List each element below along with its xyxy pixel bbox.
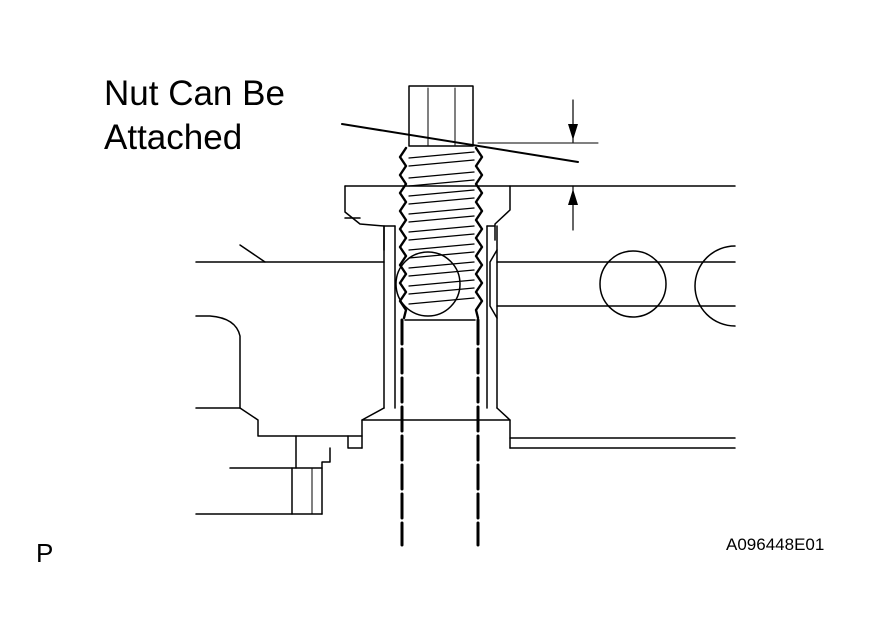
callout-line-1: Nut Can Be [104,74,285,113]
stud-threads [398,146,484,320]
callout-line-2: Attached [104,118,243,157]
dimension-arrows [568,99,578,231]
thread-crests [408,151,475,305]
view-letter: P [36,538,54,568]
left-body [195,244,385,515]
figure-code: A096448E01 [726,535,825,554]
right-rails [489,245,736,327]
stud-top [408,85,474,147]
stud-shank [400,318,480,547]
leader-line [341,123,579,163]
nut-callout-label: Nut Can Be Attached [104,72,285,160]
detail-circle [395,251,461,317]
flange-outline [344,185,511,251]
boss-body [361,225,511,449]
lower-right-base [509,437,736,449]
